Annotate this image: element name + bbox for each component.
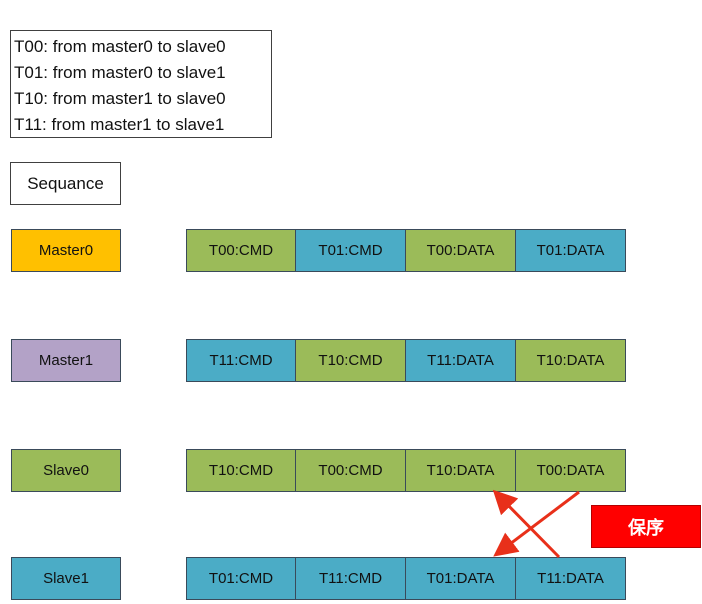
row-master1-cell-3: T11:DATA xyxy=(406,339,516,382)
arrow-to-slave1-t01-data xyxy=(493,490,580,557)
row-slave0-cell-3: T10:DATA xyxy=(406,449,516,492)
row-slave0-cell-4: T00:DATA xyxy=(516,449,626,492)
row-master0-cell-1: T00:CMD xyxy=(186,229,296,272)
legend-line-t10: T10: from master1 to slave0 xyxy=(14,89,226,108)
transaction-legend: T00: from master0 to slave0 T01: from ma… xyxy=(10,30,272,138)
row-slave1-cell-4: T11:DATA xyxy=(516,557,626,600)
row-master1: T11:CMD T10:CMD T11:DATA T10:DATA xyxy=(186,339,626,382)
row-master0-cell-2: T01:CMD xyxy=(296,229,406,272)
row-master0-cell-3: T00:DATA xyxy=(406,229,516,272)
agent-master1: Master1 xyxy=(11,339,121,382)
agent-master0: Master0 xyxy=(11,229,121,272)
row-slave0-cell-2: T00:CMD xyxy=(296,449,406,492)
row-slave1-cell-1: T01:CMD xyxy=(186,557,296,600)
legend-line-t00: T00: from master0 to slave0 xyxy=(14,37,226,56)
row-slave1: T01:CMD T11:CMD T01:DATA T11:DATA xyxy=(186,557,626,600)
row-master1-cell-4: T10:DATA xyxy=(516,339,626,382)
row-master0-cell-4: T01:DATA xyxy=(516,229,626,272)
row-slave0-cell-1: T10:CMD xyxy=(186,449,296,492)
legend-line-t01: T01: from master0 to slave1 xyxy=(14,63,226,82)
row-slave1-cell-2: T11:CMD xyxy=(296,557,406,600)
arrow-to-slave0-t10-data xyxy=(492,489,561,559)
order-preserving-tag: 保序 xyxy=(591,505,701,548)
row-master1-cell-1: T11:CMD xyxy=(186,339,296,382)
agent-slave0: Slave0 xyxy=(11,449,121,492)
sequence-label: Sequance xyxy=(10,162,121,205)
legend-line-t11: T11: from master1 to slave1 xyxy=(14,115,225,134)
row-master0: T00:CMD T01:CMD T00:DATA T01:DATA xyxy=(186,229,626,272)
row-master1-cell-2: T10:CMD xyxy=(296,339,406,382)
row-slave1-cell-3: T01:DATA xyxy=(406,557,516,600)
agent-slave1: Slave1 xyxy=(11,557,121,600)
row-slave0: T10:CMD T00:CMD T10:DATA T00:DATA xyxy=(186,449,626,492)
